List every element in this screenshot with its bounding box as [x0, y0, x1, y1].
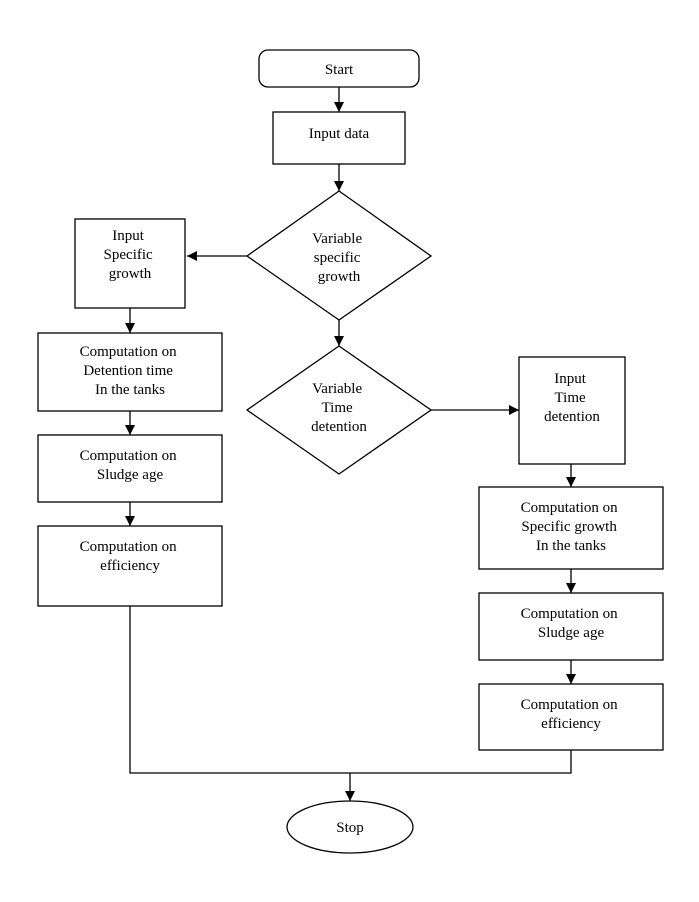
node-right-efficiency: Computation on efficiency — [478, 683, 664, 751]
svg-text:Computation on efficienc: Computation on efficiency — [80, 539, 181, 574]
node-input-time-detention-line: Input — [554, 371, 586, 387]
edge-right-efficiency-to-merge — [350, 750, 572, 774]
node-input-specific-growth-line: Specific — [104, 247, 153, 263]
node-left-sludge: Computation on Sludge age — [37, 434, 223, 503]
node-input-specific-growth: Input Specific growth — [74, 218, 186, 309]
node-right-sludge: Computation on Sludge age — [478, 592, 664, 661]
node-input-specific-growth-line: growth — [109, 266, 152, 282]
svg-text:Computation on Specific: Computation on Specific growth In the ta… — [521, 500, 622, 554]
svg-text:Computation on Sludge ag: Computation on Sludge age — [80, 448, 181, 483]
node-left-detention-line: Detention time — [83, 363, 173, 379]
node-start-line: Start — [325, 62, 354, 78]
node-decision-time-detention: Variable Time detention — [245, 345, 433, 475]
node-input-time-detention-line: detention — [544, 409, 600, 425]
svg-text:Start: Start — [325, 62, 354, 78]
svg-text:Computation on efficienc: Computation on efficiency — [521, 697, 622, 732]
node-left-detention-line: In the tanks — [95, 382, 165, 398]
node-input-specific-growth-line: Input — [112, 228, 144, 244]
node-right-sludge-line: Computation on — [521, 606, 619, 622]
node-decision-specific-growth: Variable specific growth — [245, 190, 433, 321]
node-right-efficiency-line: efficiency — [541, 716, 601, 732]
node-decision-specific-growth-line: growth — [318, 269, 361, 285]
svg-text:Variable specific: Variable specific growth — [312, 231, 366, 285]
node-right-specific-growth: Computation on Specific growth In the ta… — [478, 486, 664, 570]
node-decision-time-detention-line: Variable — [312, 381, 362, 397]
svg-text:Input Specific gro: Input Specific growth — [104, 228, 157, 282]
node-left-sludge-line: Computation on — [80, 448, 178, 464]
svg-text:Computation on Detention: Computation on Detention time In the tan… — [80, 344, 181, 398]
svg-text:Input data: Input data — [309, 126, 370, 142]
node-left-efficiency: Computation on efficiency — [37, 525, 223, 607]
node-stop: Stop — [286, 800, 414, 854]
edge-left-efficiency-to-merge — [129, 606, 350, 774]
node-decision-specific-growth-line: specific — [314, 250, 361, 266]
node-start: Start — [258, 49, 420, 88]
node-right-specific-growth-line: Specific growth — [521, 519, 617, 535]
node-left-efficiency-line: efficiency — [100, 558, 160, 574]
node-right-specific-growth-line: In the tanks — [536, 538, 606, 554]
node-right-efficiency-line: Computation on — [521, 697, 619, 713]
svg-text:Input Time detenti: Input Time detention — [544, 371, 600, 425]
node-input-time-detention-line: Time — [555, 390, 586, 406]
node-decision-specific-growth-line: Variable — [312, 231, 362, 247]
node-stop-line: Stop — [336, 820, 364, 836]
node-input-data: Input data — [272, 111, 406, 165]
node-left-detention: Computation on Detention time In the tan… — [37, 332, 223, 412]
node-input-time-detention: Input Time detention — [518, 356, 626, 465]
connectors — [125, 87, 576, 801]
svg-text:Computation on Sludge ag: Computation on Sludge age — [521, 606, 622, 641]
node-decision-time-detention-line: detention — [311, 419, 367, 435]
svg-text:Stop: Stop — [336, 820, 364, 836]
node-right-sludge-line: Sludge age — [538, 625, 605, 641]
node-input-data-line: Input data — [309, 126, 370, 142]
node-left-efficiency-line: Computation on — [80, 539, 178, 555]
node-right-specific-growth-line: Computation on — [521, 500, 619, 516]
svg-text:Variable Time dete: Variable Time detention — [311, 381, 367, 435]
node-decision-time-detention-line: Time — [322, 400, 353, 416]
node-left-detention-line: Computation on — [80, 344, 178, 360]
node-left-sludge-line: Sludge age — [97, 467, 164, 483]
